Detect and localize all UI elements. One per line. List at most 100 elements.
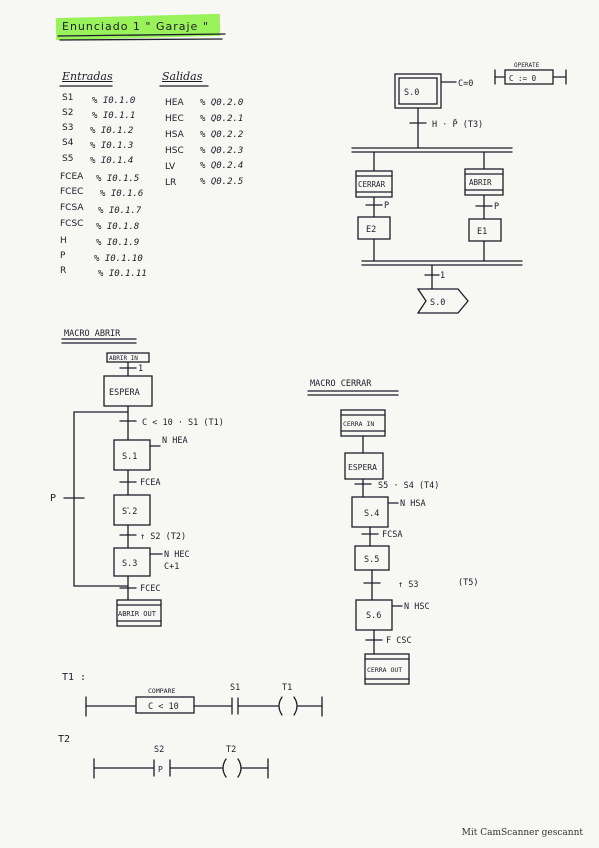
output-name: HEC — [165, 114, 184, 124]
coil-t1-label: T1 — [282, 683, 292, 693]
macro-cerrar-label: CERRAR — [358, 180, 386, 189]
output-name: HEA — [165, 98, 184, 108]
transition-fcsa: FCSA — [382, 530, 402, 540]
transition-t5-cond: ↑ S3 — [398, 580, 418, 590]
ladder-rung-t2 — [93, 758, 269, 779]
step-s5-label: S.5 — [364, 555, 379, 565]
step-cerra-out-label: CERRA OUT — [367, 666, 402, 674]
step-s2 — [113, 494, 151, 526]
jump-s0-label: S.0 — [430, 298, 445, 308]
output-address: % Q0.2.3 — [200, 146, 244, 156]
transition-t1: C < 10 · S1 (T1) — [142, 418, 224, 428]
ladder-t1-title: T1 : — [62, 672, 86, 683]
output-name: HSC — [165, 146, 184, 156]
output-address: % Q0.2.5 — [200, 177, 244, 187]
input-address: % I0.1.5 — [96, 174, 140, 184]
ladder-rung-t1 — [85, 696, 323, 717]
contact-s2-label: S2 — [154, 745, 164, 755]
input-address: % I0.1.10 — [94, 254, 143, 264]
compare-label: COMPARE — [148, 687, 175, 695]
input-address: % I0.1.3 — [90, 141, 134, 151]
input-address: % I0.1.8 — [96, 222, 140, 232]
step-abrir-out-label: ABRIR OUT — [118, 610, 157, 618]
step-s6-label: S.6 — [366, 611, 381, 621]
transition-t3: H · P̄ (T3) — [432, 118, 483, 130]
ladder-t2-title: T2 — [58, 734, 70, 745]
input-name: FCEA — [60, 172, 84, 182]
step-espera-label: ESPERA — [109, 388, 140, 398]
transition-fcsc: F CSC — [386, 636, 412, 646]
step-s4-label: S.4 — [364, 509, 379, 519]
input-address: % I0.1.11 — [98, 269, 147, 279]
step-e2-label: E2 — [366, 225, 376, 235]
scanner-watermark: Mit CamScanner gescannt — [461, 828, 583, 838]
compare-block — [135, 696, 195, 714]
jump-to-s0 — [416, 288, 469, 314]
step-s3-action-2: C+1 — [164, 562, 179, 572]
input-name: FCEC — [60, 187, 84, 197]
step-s3 — [113, 547, 151, 577]
transition-p-right: P — [494, 202, 499, 212]
step-s1 — [113, 439, 151, 471]
coil-t2-label: T2 — [226, 745, 236, 755]
contact-p-label: P — [158, 765, 163, 774]
operate-label: OPERATE — [514, 62, 540, 69]
input-address: % I0.1.7 — [98, 206, 142, 216]
output-name: HSA — [165, 130, 184, 140]
transition-t5-label: (T5) — [458, 578, 478, 588]
compare-expr: C < 10 — [148, 702, 179, 712]
transition-fcec: FCEC — [140, 584, 160, 594]
operate-expr: C := 0 — [509, 74, 537, 83]
macro-abrir-grafcet — [61, 338, 163, 627]
input-name: H — [60, 236, 67, 246]
input-name: FCSC — [60, 219, 84, 229]
output-name: LV — [165, 162, 176, 172]
outputs-header: Salidas — [162, 70, 203, 83]
step-s1-action: N HEA — [162, 436, 188, 446]
transition-final: 1 — [440, 271, 445, 281]
macro-abrir-label: ABRIR — [469, 178, 492, 187]
input-name: S5 — [62, 154, 74, 164]
transition-in: 1 — [138, 364, 143, 374]
input-name: S2 — [62, 108, 74, 118]
macro-cerrar-grafcet — [307, 390, 410, 685]
step-cerra-out — [364, 653, 410, 685]
step-s1-label: S.1 — [122, 452, 137, 462]
input-name: P — [60, 251, 66, 261]
macro-abrir-header: MACRO ABRIR — [64, 329, 121, 339]
input-name: R — [60, 266, 67, 276]
step-abrir-in: ABRIR IN — [109, 355, 138, 362]
transition-fcea: FCEA — [140, 478, 160, 488]
input-name: S4 — [62, 138, 74, 148]
step-s0-label: S.0 — [404, 88, 419, 98]
step-espera-cerrar — [344, 452, 384, 480]
input-address: % I0.1.2 — [90, 126, 134, 136]
input-name: S1 — [62, 93, 74, 103]
input-address: % I0.1.4 — [90, 156, 134, 166]
output-address: % Q0.2.2 — [200, 130, 244, 140]
output-address: % Q0.2.4 — [200, 161, 244, 171]
input-address: % I0.1.9 — [96, 238, 140, 248]
step-s6-action: N HSC — [404, 602, 430, 612]
step-e1 — [468, 218, 502, 242]
step-s3-action-1: N HEC — [164, 550, 190, 560]
step-s2-label: S.2 — [122, 507, 137, 517]
transition-t4: S5 · S4 (T4) — [378, 481, 439, 491]
step-e1-label: E1 — [477, 227, 487, 237]
input-address: % I0.1.6 — [100, 189, 144, 199]
main-grafcet — [351, 69, 567, 314]
output-address: % Q0.2.1 — [200, 114, 244, 124]
input-name: S3 — [62, 123, 74, 133]
step-s4-action: N HSA — [400, 499, 426, 509]
input-address: % I0.1.0 — [92, 96, 136, 106]
page-title: Enunciado 1 " Garaje " — [62, 20, 209, 33]
transition-p-left: P — [384, 201, 389, 211]
output-address: % Q0.2.0 — [200, 98, 244, 108]
macro-cerrar-header: MACRO CERRAR — [310, 379, 372, 389]
transition-t2: ↑ S2 (T2) — [140, 532, 186, 542]
loop-p-label: P — [50, 493, 56, 504]
step-espera-label: ESPERA — [348, 463, 377, 472]
step-s3-label: S.3 — [122, 559, 137, 569]
